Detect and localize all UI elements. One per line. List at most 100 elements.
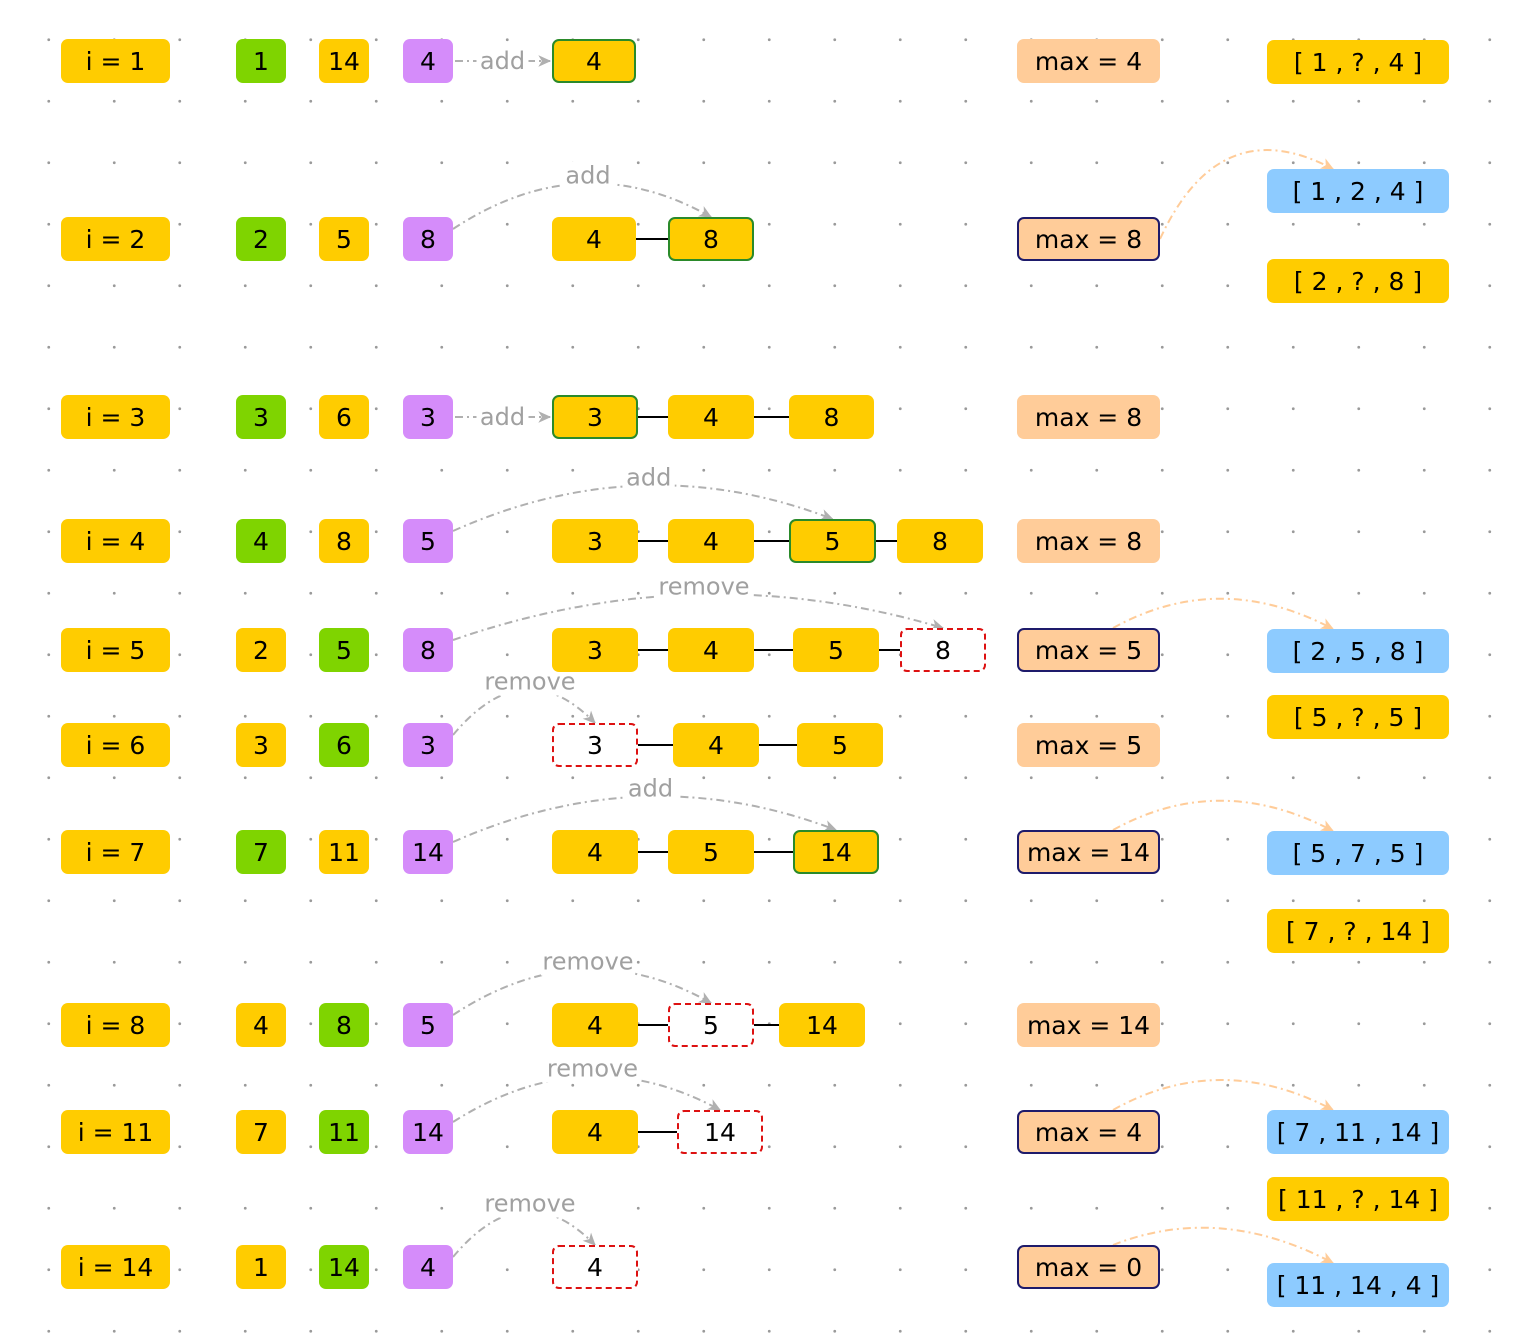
height-node-added: 3 xyxy=(552,395,638,439)
building-left: 2 xyxy=(236,628,286,672)
building-right: 8 xyxy=(319,519,369,563)
max-height: max = 8 xyxy=(1017,519,1160,563)
result-triple-pending: [ 2 , ? , 8 ] xyxy=(1267,259,1449,303)
height-node-added: 8 xyxy=(668,217,754,261)
height-node-added: 14 xyxy=(793,830,879,874)
action-label: remove xyxy=(658,573,749,601)
building-height: 14 xyxy=(403,830,453,874)
action-arrow xyxy=(452,795,838,843)
building-height: 4 xyxy=(403,39,453,83)
action-label: add xyxy=(626,464,671,492)
height-node-normal: 8 xyxy=(789,395,874,439)
height-node-normal: 4 xyxy=(668,628,754,672)
building-left: 3 xyxy=(236,395,286,439)
step-label: i = 6 xyxy=(61,723,170,767)
building-right: 6 xyxy=(319,395,369,439)
action-label: add xyxy=(480,403,525,431)
action-arrow xyxy=(452,484,834,532)
step-label: i = 2 xyxy=(61,217,170,261)
result-triple-final: [ 7 , 11 , 14 ] xyxy=(1267,1110,1449,1154)
height-node-added: 4 xyxy=(552,39,636,83)
height-node-normal: 3 xyxy=(552,628,638,672)
building-left: 2 xyxy=(236,217,286,261)
height-node-normal: 4 xyxy=(552,217,636,261)
height-node-normal: 3 xyxy=(552,519,638,563)
result-triple-final: [ 1 , 2 , 4 ] xyxy=(1267,169,1449,213)
action-arrow xyxy=(452,1210,596,1258)
result-triple-pending: [ 1 , ? , 4 ] xyxy=(1267,40,1449,84)
step-label: i = 8 xyxy=(61,1003,170,1047)
height-node-normal: 4 xyxy=(552,1110,638,1154)
building-left: 4 xyxy=(236,519,286,563)
step-label: i = 11 xyxy=(61,1110,170,1154)
result-arrow xyxy=(1112,1079,1335,1111)
height-node-added: 5 xyxy=(789,519,876,563)
height-node-normal: 8 xyxy=(897,519,983,563)
building-right: 5 xyxy=(319,628,369,672)
building-right: 8 xyxy=(319,1003,369,1047)
max-height: max = 5 xyxy=(1017,723,1160,767)
building-left: 1 xyxy=(236,39,286,83)
result-triple-pending: [ 11 , ? , 14 ] xyxy=(1267,1177,1449,1221)
height-node-removed: 3 xyxy=(552,723,638,767)
result-arrow xyxy=(1112,799,1335,832)
building-height: 8 xyxy=(403,217,453,261)
action-label: remove xyxy=(547,1055,638,1083)
building-left: 4 xyxy=(236,1003,286,1047)
max-height: max = 0 xyxy=(1017,1245,1160,1289)
step-label: i = 5 xyxy=(61,628,170,672)
height-node-normal: 4 xyxy=(668,395,754,439)
building-left: 7 xyxy=(236,1110,286,1154)
action-label: add xyxy=(628,775,673,803)
max-height: max = 14 xyxy=(1017,1003,1160,1047)
action-label: add xyxy=(565,162,610,190)
building-height: 3 xyxy=(403,395,453,439)
action-label: remove xyxy=(484,1190,575,1218)
building-height: 14 xyxy=(403,1110,453,1154)
building-right: 14 xyxy=(319,1245,369,1289)
height-node-removed: 4 xyxy=(552,1245,638,1289)
height-node-normal: 4 xyxy=(552,830,638,874)
step-label: i = 7 xyxy=(61,830,170,874)
height-node-normal: 4 xyxy=(552,1003,638,1047)
height-node-normal: 4 xyxy=(673,723,759,767)
height-node-normal: 14 xyxy=(779,1003,865,1047)
max-height: max = 4 xyxy=(1017,39,1160,83)
building-left: 1 xyxy=(236,1245,286,1289)
step-label: i = 1 xyxy=(61,39,170,83)
height-node-normal: 4 xyxy=(668,519,754,563)
result-triple-final: [ 2 , 5 , 8 ] xyxy=(1267,629,1449,673)
result-arrow xyxy=(1112,1226,1335,1264)
building-right: 6 xyxy=(319,723,369,767)
result-arrow xyxy=(1159,149,1335,240)
max-height: max = 5 xyxy=(1017,628,1160,672)
result-triple-final: [ 11 , 14 , 4 ] xyxy=(1267,1263,1449,1307)
action-label: add xyxy=(480,47,525,75)
building-left: 3 xyxy=(236,723,286,767)
height-node-normal: 5 xyxy=(668,830,754,874)
height-node-removed: 5 xyxy=(668,1003,754,1047)
building-right: 11 xyxy=(319,1110,369,1154)
building-height: 5 xyxy=(403,519,453,563)
building-height: 3 xyxy=(403,723,453,767)
action-arrow xyxy=(452,688,596,736)
result-arrow xyxy=(1112,597,1335,630)
action-arrow xyxy=(452,1075,722,1123)
building-right: 11 xyxy=(319,830,369,874)
height-node-normal: 5 xyxy=(793,628,879,672)
result-triple-pending: [ 7 , ? , 14 ] xyxy=(1267,909,1449,953)
action-label: remove xyxy=(484,668,575,696)
building-height: 4 xyxy=(403,1245,453,1289)
height-node-removed: 8 xyxy=(900,628,986,672)
building-right: 5 xyxy=(319,217,369,261)
result-triple-pending: [ 5 , ? , 5 ] xyxy=(1267,695,1449,739)
max-height: max = 4 xyxy=(1017,1110,1160,1154)
max-height: max = 8 xyxy=(1017,395,1160,439)
height-node-normal: 5 xyxy=(797,723,883,767)
max-height: max = 14 xyxy=(1017,830,1160,874)
height-node-removed: 14 xyxy=(677,1110,763,1154)
building-height: 5 xyxy=(403,1003,453,1047)
max-height: max = 8 xyxy=(1017,217,1160,261)
